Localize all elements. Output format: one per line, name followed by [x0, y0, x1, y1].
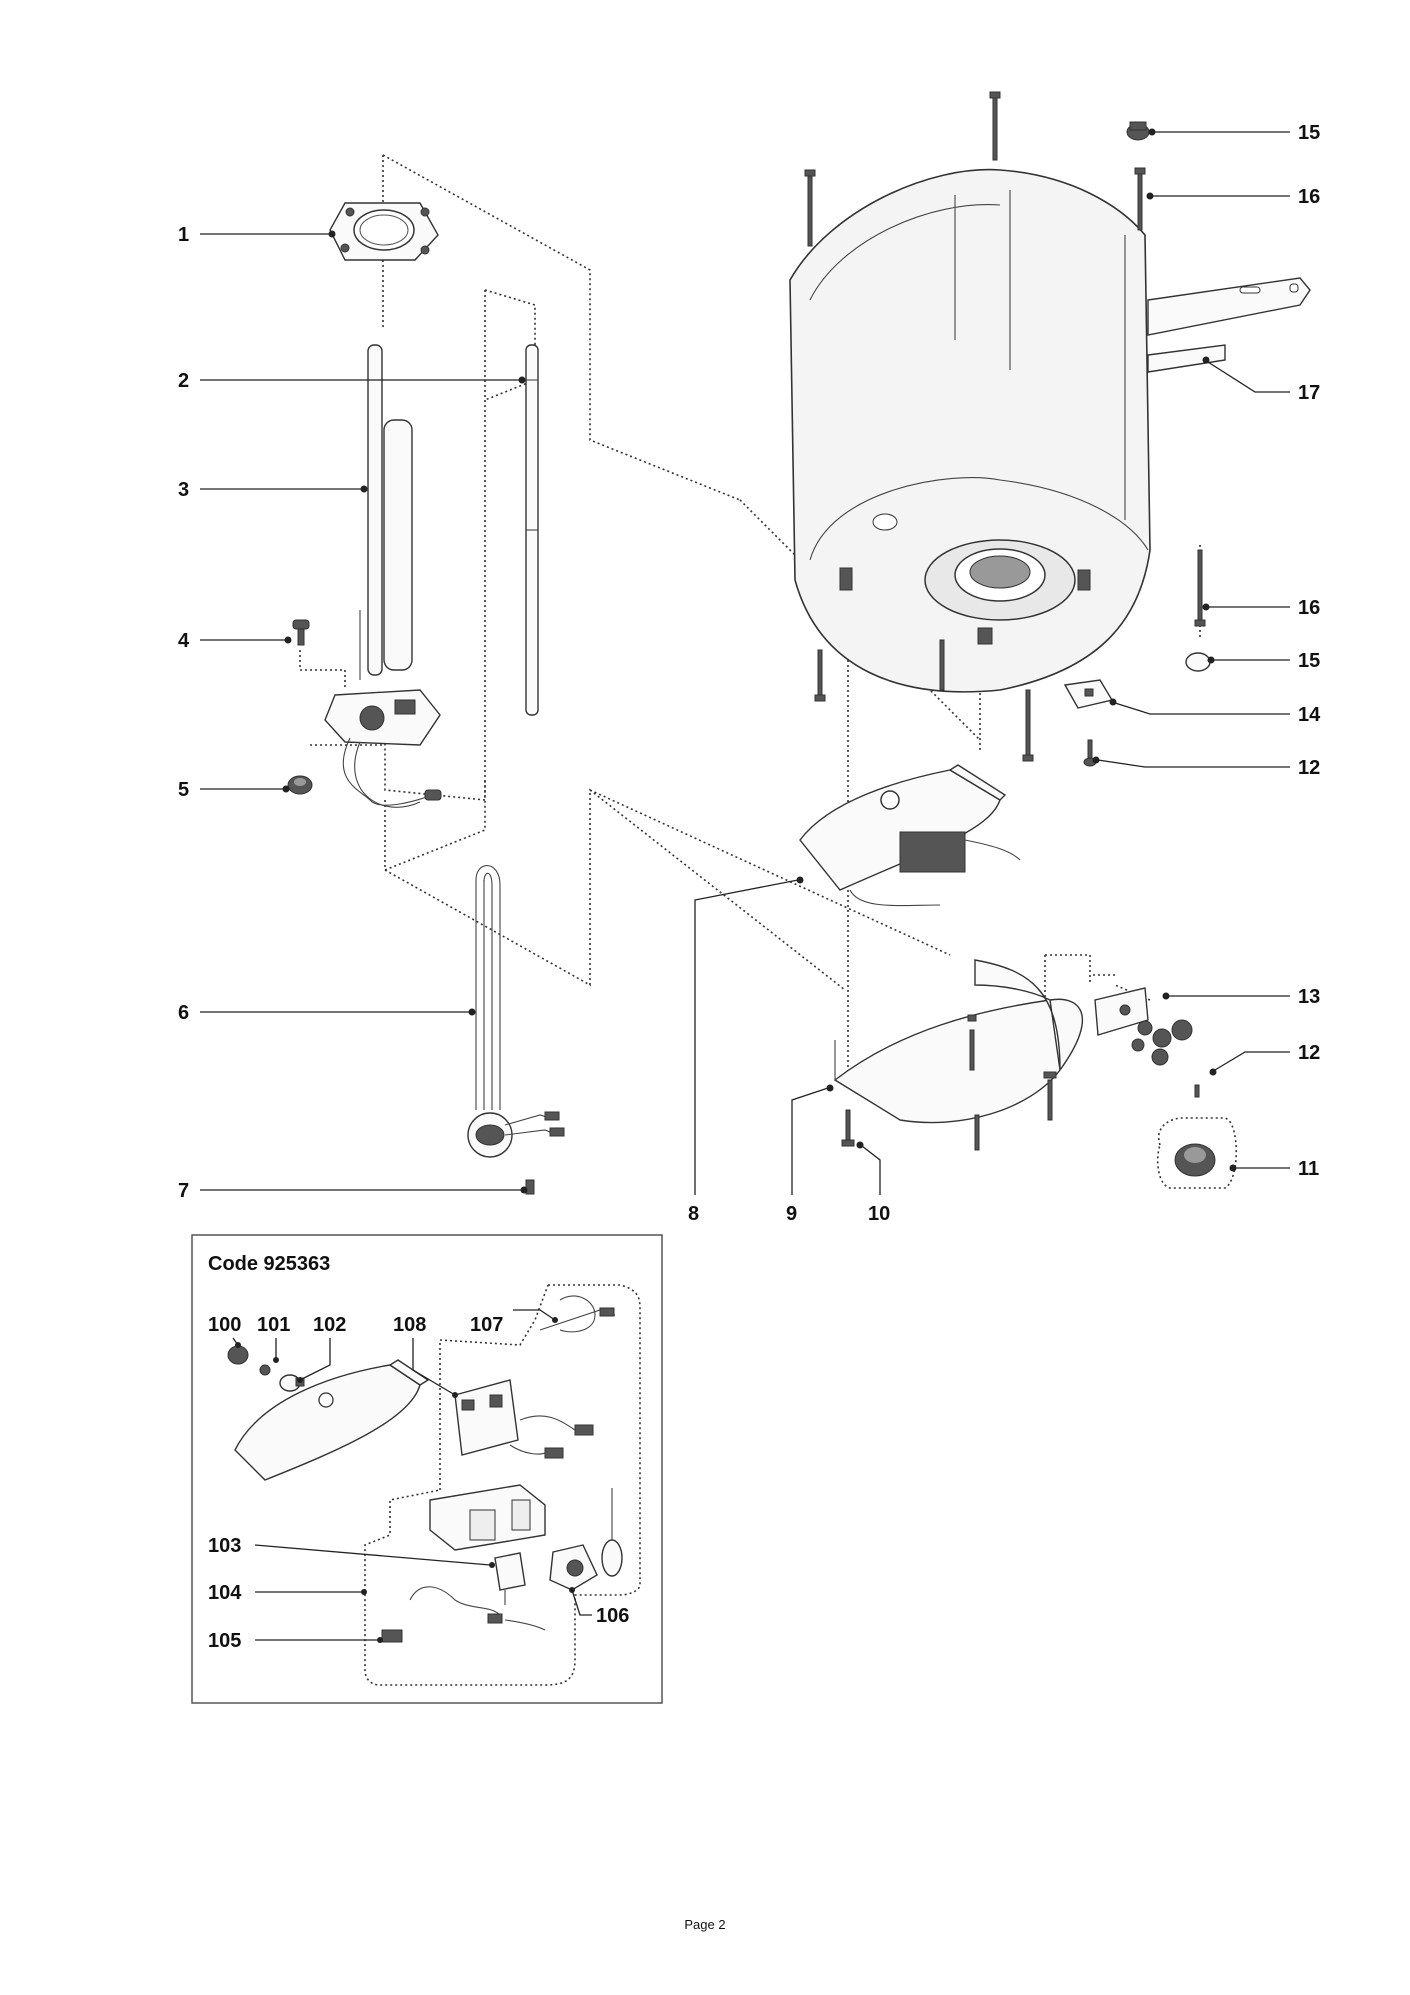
- callout-1: 1: [178, 224, 189, 246]
- part-5-grommet: [287, 775, 313, 795]
- callout-8: 8: [688, 1203, 699, 1225]
- callout-108: 108: [393, 1314, 426, 1336]
- callout-10: 10: [868, 1203, 890, 1225]
- callout-11: 11: [1298, 1158, 1319, 1180]
- callout-107: 107: [470, 1314, 503, 1336]
- callout-106: 106: [596, 1605, 629, 1627]
- callout-103: 103: [208, 1535, 241, 1557]
- callout-2: 2: [178, 370, 189, 392]
- callout-15-upper: 15: [1298, 122, 1320, 144]
- part-3-sheath-tubes: [359, 344, 413, 680]
- part-2-anode-rod: [525, 344, 539, 716]
- callout-15-lower: 15: [1298, 650, 1320, 672]
- page-number: Page 2: [684, 1917, 726, 1932]
- leader-lines: [200, 128, 1290, 1195]
- callout-16-lower: 16: [1298, 597, 1320, 619]
- part-1-flange-gasket: [329, 202, 439, 261]
- part-4-screw: [292, 619, 310, 646]
- callout-3: 3: [178, 479, 189, 501]
- callout-14: 14: [1298, 704, 1321, 726]
- callout-16-upper: 16: [1298, 186, 1320, 208]
- callout-13: 13: [1298, 986, 1320, 1008]
- callout-7: 7: [178, 1180, 189, 1202]
- heater-flange-plate: [324, 689, 442, 808]
- left-assembly-dashed-guides: [299, 154, 981, 991]
- screws-tank: [804, 91, 1206, 762]
- callout-4: 4: [178, 630, 190, 652]
- part-13-terminal-plate: [1094, 987, 1193, 1066]
- callout-12-lower: 12: [1298, 1042, 1320, 1064]
- callout-5: 5: [178, 779, 189, 801]
- part-9-bottom-cover: [833, 959, 1084, 1151]
- callout-100: 100: [208, 1314, 241, 1336]
- callout-12-upper: 12: [1298, 757, 1320, 779]
- part-17-wall-bracket: [1147, 277, 1311, 373]
- part-7-small-screw: [525, 1179, 535, 1195]
- inset-title: Code 925363: [208, 1253, 330, 1275]
- callout-17: 17: [1298, 382, 1320, 404]
- callout-9: 9: [786, 1203, 797, 1225]
- part-8-control-housing: [799, 764, 1021, 907]
- callout-102: 102: [313, 1314, 346, 1336]
- callout-6: 6: [178, 1002, 189, 1024]
- part-14-bracket: [1063, 679, 1114, 709]
- inset-code-box: Code 925363: [191, 1234, 663, 1704]
- callout-105: 105: [208, 1630, 241, 1652]
- callout-101: 101: [257, 1314, 290, 1336]
- callout-104: 104: [208, 1582, 242, 1604]
- part-6-heating-element: [467, 865, 565, 1158]
- tank-body: [789, 168, 1151, 693]
- callout-labels: 1 2 3 4 5 6 7 8 9 10 11 12 13 12 14 15 1…: [178, 122, 1321, 1225]
- part-11-cable-gland: [1156, 1117, 1238, 1189]
